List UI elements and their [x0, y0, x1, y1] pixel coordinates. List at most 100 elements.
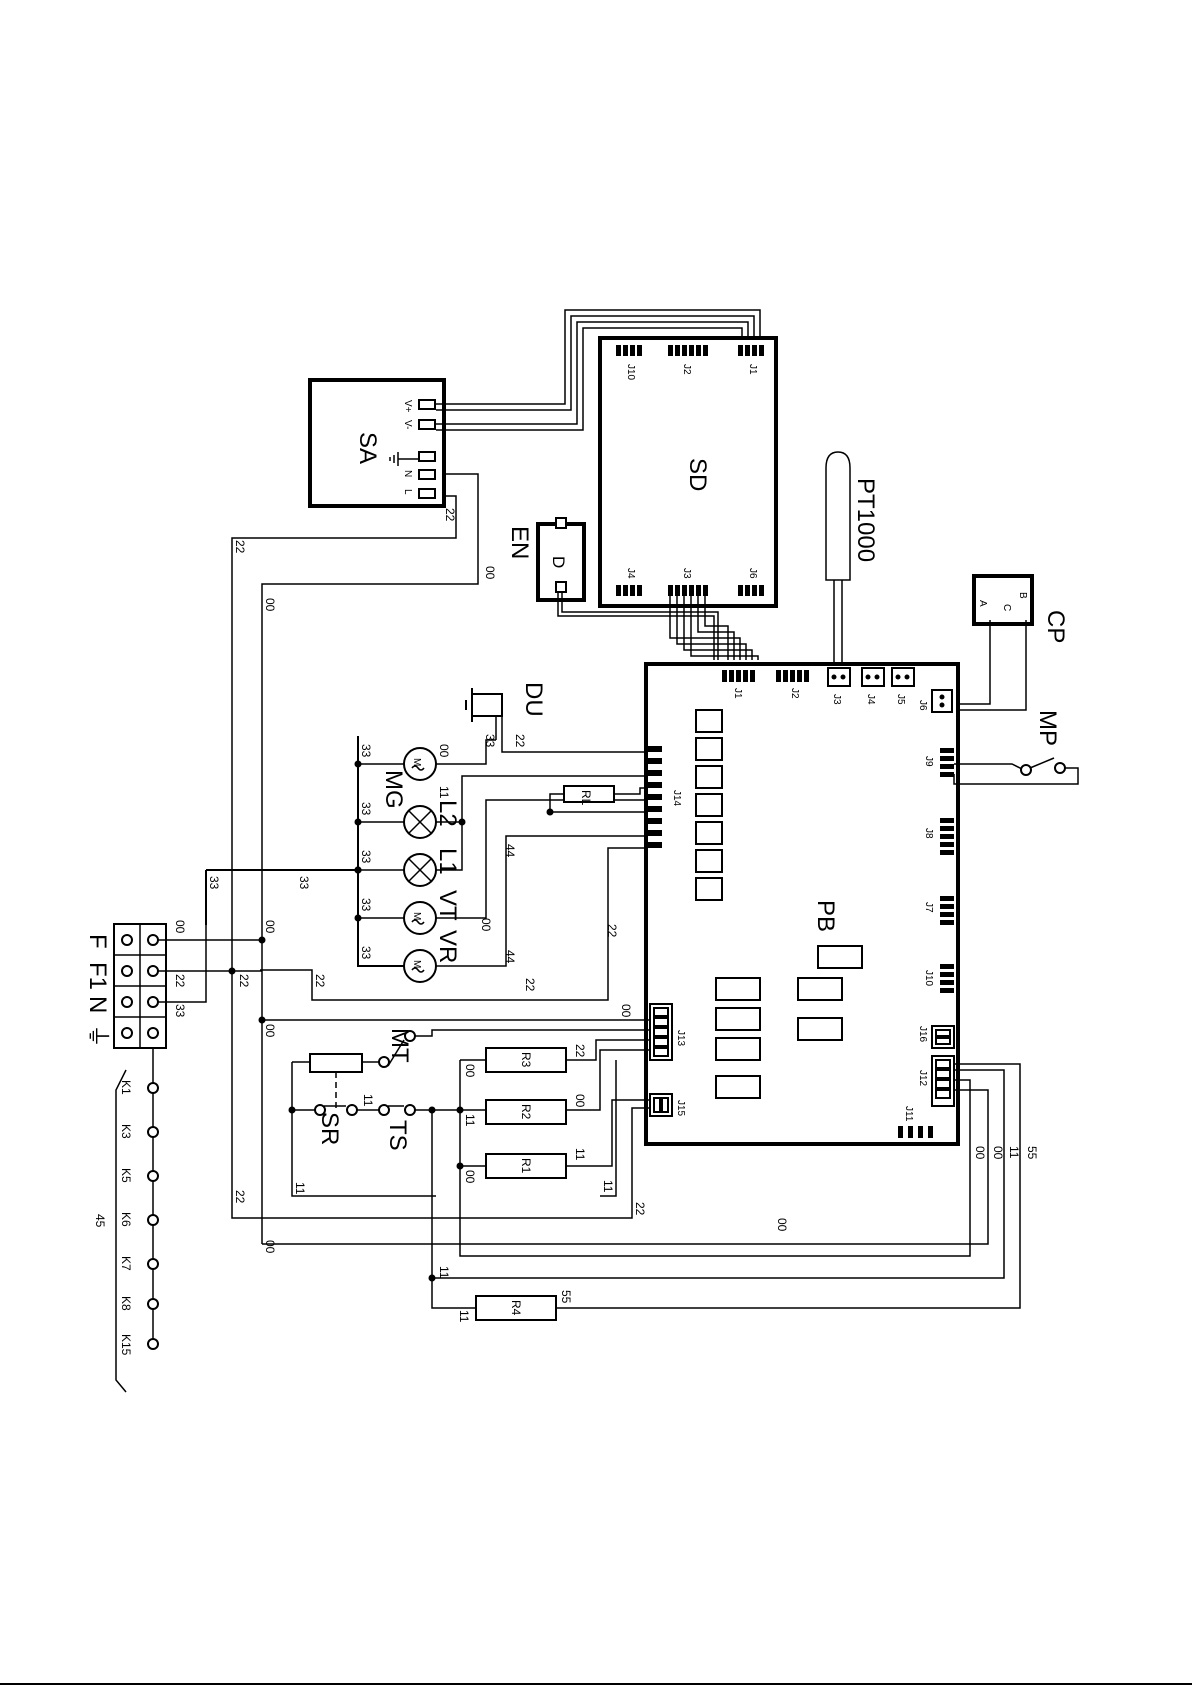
pb-label: PB — [812, 900, 839, 932]
svg-text:M: M — [411, 912, 422, 920]
terminal-n-label: N — [84, 996, 111, 1013]
mg-motor: M MG — [358, 739, 496, 809]
svg-text:J3: J3 — [831, 694, 842, 705]
svg-text:J12: J12 — [917, 1070, 928, 1087]
sd-j1-connector: J1 — [738, 345, 764, 375]
sd-j3-connector: J3 — [668, 568, 708, 596]
rl-label: RL — [579, 790, 593, 806]
svg-text:11: 11 — [361, 1094, 375, 1107]
pb-j15-connector: J15 — [649, 1093, 686, 1117]
pb-j4-connector: J4 — [861, 667, 885, 705]
svg-text:00: 00 — [479, 918, 493, 932]
svg-text:11: 11 — [437, 1266, 451, 1279]
ts-label: TS — [384, 1120, 411, 1151]
svg-text:00: 00 — [973, 1146, 987, 1160]
svg-text:22: 22 — [443, 508, 457, 522]
svg-text:33: 33 — [173, 1004, 187, 1018]
sa-power-supply: SA V+ V- N L — [308, 378, 446, 508]
du-label: DU — [520, 682, 547, 717]
pb-j7-connector: J7 — [923, 896, 954, 925]
svg-text:11: 11 — [457, 1310, 471, 1323]
loads-column: M MG L2 L1 M VT — [354, 736, 648, 983]
r1-heater: R1 — [460, 1099, 650, 1179]
vt-label: VT — [434, 890, 461, 921]
pb-j13-connector: J13 — [649, 1003, 686, 1061]
svg-text:00: 00 — [463, 1064, 477, 1078]
cp-terminal-a: A — [977, 600, 988, 607]
svg-text:00: 00 — [263, 1240, 277, 1254]
svg-text:K7: K7 — [119, 1256, 133, 1271]
sa-terminal-l: L — [402, 489, 413, 495]
svg-text:44: 44 — [503, 950, 517, 964]
pb-j6-connector: J6 — [917, 689, 953, 713]
svg-text:J2: J2 — [681, 364, 692, 375]
svg-text:J11: J11 — [903, 1106, 914, 1122]
pt1000-label: PT1000 — [852, 478, 879, 562]
svg-text:K6: K6 — [119, 1212, 133, 1227]
pb-j8-connector: J8 — [923, 818, 954, 855]
svg-text:22: 22 — [513, 734, 527, 748]
svg-text:J1: J1 — [732, 688, 743, 699]
page-footer-rule — [0, 1683, 1192, 1685]
svg-text:33: 33 — [359, 898, 373, 912]
sd-j4-connector: J4 — [616, 568, 642, 596]
sd-j6-connector: J6 — [738, 568, 764, 596]
svg-text:00: 00 — [463, 1170, 477, 1184]
sd-pb-wires — [557, 596, 759, 660]
svg-text:J5: J5 — [895, 694, 906, 705]
sd-label: SD — [684, 458, 711, 491]
mt-thermostat: MT — [292, 1028, 650, 1073]
svg-text:55: 55 — [1025, 1146, 1039, 1160]
sa-terminal-vplus: V+ — [402, 400, 413, 413]
cp-connector: CP A B C — [958, 574, 1069, 711]
svg-text:44: 44 — [503, 844, 517, 858]
sd-j10-connector: J10 — [616, 345, 642, 381]
svg-text:J7: J7 — [923, 902, 934, 913]
svg-text:J16: J16 — [917, 1026, 928, 1043]
pb-j3-connector: J3 — [827, 667, 851, 705]
en-label: EN — [506, 526, 533, 559]
cp-terminal-b: B — [1017, 592, 1028, 599]
svg-text:J9: J9 — [923, 756, 934, 767]
svg-text:22: 22 — [173, 974, 187, 988]
en-encoder: D EN — [506, 517, 586, 602]
svg-text:11: 11 — [293, 1182, 307, 1195]
svg-text:33: 33 — [483, 734, 497, 748]
svg-text:J2: J2 — [789, 688, 800, 699]
terminal-f-label: F — [84, 934, 111, 949]
svg-text:22: 22 — [605, 924, 619, 938]
svg-text:K3: K3 — [119, 1124, 133, 1139]
svg-text:J1: J1 — [747, 364, 758, 375]
svg-text:J4: J4 — [865, 694, 876, 705]
r4-heater: R4 — [431, 1063, 1021, 1321]
svg-text:11: 11 — [463, 1114, 477, 1127]
svg-text:00: 00 — [263, 598, 277, 612]
du-device: DU — [465, 682, 648, 753]
pb-j11-connector: J11 — [898, 1106, 933, 1138]
r4-label: R4 — [509, 1300, 523, 1316]
svg-text:K8: K8 — [119, 1296, 133, 1311]
svg-text:22: 22 — [233, 540, 247, 554]
svg-text:33: 33 — [297, 876, 311, 890]
pb-j14-connector: J14 — [648, 746, 682, 848]
sr-label: SR — [316, 1112, 343, 1145]
svg-text:22: 22 — [237, 974, 251, 988]
svg-text:00: 00 — [573, 1094, 587, 1108]
pb-j12-connector: J12 — [917, 1055, 955, 1107]
svg-text:00: 00 — [619, 1004, 633, 1018]
terminal-block: F F1 N ⏚ — [84, 923, 262, 1049]
svg-text:00: 00 — [263, 920, 277, 934]
r2-heater: R2 — [460, 1049, 650, 1125]
k-contacts: K1 K3 K5 K6 K7 K8 K15 45 — [93, 1048, 159, 1393]
svg-text:11: 11 — [601, 1180, 615, 1193]
r1-label: R1 — [519, 1158, 533, 1174]
terminal-f1-label: F1 — [84, 962, 111, 990]
pb-j2-connector: J2 — [776, 670, 809, 699]
svg-text:J6: J6 — [917, 700, 928, 711]
mg-label: MG — [380, 770, 407, 809]
svg-text:22: 22 — [523, 978, 537, 992]
sr-switch: SR — [314, 1072, 358, 1145]
svg-text:J8: J8 — [923, 828, 934, 839]
r3-heater: R3 — [460, 1039, 650, 1073]
vr-fan: M VR — [403, 835, 648, 983]
